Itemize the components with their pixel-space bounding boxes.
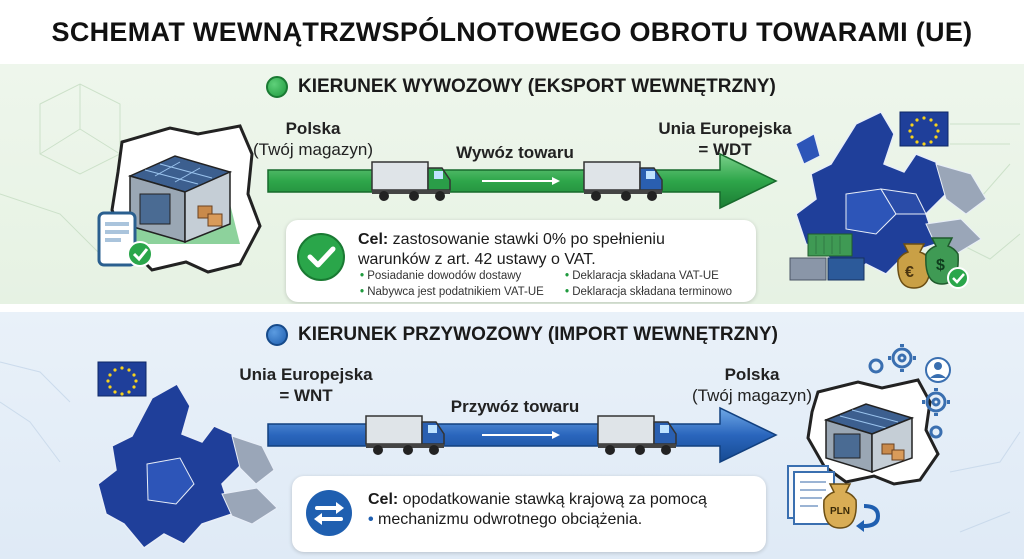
check-circle-icon bbox=[297, 233, 345, 281]
blue-dot-icon bbox=[266, 324, 288, 346]
export-bullet-item: Deklaracja składana terminowo bbox=[565, 286, 765, 298]
invoice-pln-icon: PLN bbox=[782, 462, 892, 534]
import-destination-name: Polska bbox=[724, 365, 780, 384]
import-heading-text: KIERUNEK PRZYWOZOWY (IMPORT WEWNĘTRZNY) bbox=[298, 324, 778, 345]
import-goal-text: Cel: opodatkowanie stawką krajową za pom… bbox=[368, 490, 758, 530]
dollar-symbol: $ bbox=[936, 257, 945, 274]
import-goal-label: Cel: bbox=[368, 491, 399, 508]
import-origin-label: Unia Europejska = WNT bbox=[226, 364, 386, 406]
export-bullets: Posiadanie dowodów dostawy Deklaracja sk… bbox=[360, 270, 765, 298]
export-goal-text: Cel: zastosowanie stawki 0% po spełnieni… bbox=[358, 230, 748, 270]
poland-warehouse-icon bbox=[806, 378, 940, 486]
euro-symbol: € bbox=[905, 264, 914, 281]
import-origin-sub: = WNT bbox=[279, 386, 333, 405]
green-dot-icon bbox=[266, 76, 288, 98]
export-destination-label: Unia Europejska = WDT bbox=[640, 118, 810, 160]
export-heading-text: KIERUNEK WYWOZOWY (EKSPORT WEWNĘTRZNY) bbox=[298, 76, 776, 97]
import-destination-label: Polska (Twój magazyn) bbox=[672, 364, 832, 406]
import-truck-2-icon bbox=[597, 415, 677, 455]
import-truck-1-icon bbox=[365, 415, 445, 455]
export-goal-label: Cel: bbox=[358, 231, 389, 248]
import-goal-box bbox=[292, 476, 766, 552]
import-heading: KIERUNEK PRZYWOZOWY (IMPORT WEWNĘTRZNY) bbox=[266, 324, 778, 346]
export-goal-text-2: warunków z art. 42 ustawy o VAT. bbox=[358, 251, 596, 268]
import-origin-name: Unia Europejska bbox=[239, 365, 373, 384]
import-goal-text-2: mechanizmu odwrotnego obciążenia. bbox=[368, 511, 642, 528]
currency-bag-label: PLN bbox=[830, 506, 850, 517]
export-heading: KIERUNEK WYWOZOWY (EKSPORT WEWNĘTRZNY) bbox=[266, 76, 776, 98]
import-flow-label: Przywóz towaru bbox=[450, 397, 580, 416]
import-destination-sub: (Twój magazyn) bbox=[692, 386, 812, 405]
export-destination-sub: = WDT bbox=[698, 140, 752, 159]
export-bullet-item: Posiadanie dowodów dostawy bbox=[360, 270, 565, 282]
export-origin-sub: (Twój magazyn) bbox=[253, 140, 373, 159]
export-truck-2-icon bbox=[583, 161, 663, 201]
import-panel: KIERUNEK PRZYWOZOWY (IMPORT WEWNĘTRZNY) … bbox=[0, 312, 1024, 559]
export-panel: KIERUNEK WYWOZOWY (EKSPORT WEWNĘTRZNY) P… bbox=[0, 64, 1024, 304]
export-origin-name: Polska bbox=[285, 119, 341, 138]
import-arrow bbox=[267, 406, 778, 464]
invoice-pln-shape bbox=[787, 465, 881, 532]
background-decoration bbox=[0, 361, 1021, 533]
gears-icon bbox=[868, 344, 951, 439]
export-bullet-item: Nabywca jest podatnikiem VAT-UE bbox=[360, 286, 565, 298]
export-truck-1-icon bbox=[371, 161, 451, 201]
import-goal-text-1: opodatkowanie stawką krajową za pomocą bbox=[398, 491, 707, 508]
money-bags-icon: € $ bbox=[890, 232, 972, 292]
page-title: SCHEMAT WEWNĄTRZWSPÓLNOTOWEGO OBROTU TOW… bbox=[51, 16, 973, 47]
shipping-containers-icon bbox=[789, 233, 865, 281]
swap-arrows-icon bbox=[306, 490, 352, 536]
poland-warehouse-icon bbox=[110, 124, 262, 274]
export-bullet-item: Deklaracja składana VAT-UE bbox=[565, 270, 765, 282]
export-goal-text-1: zastosowanie stawki 0% po spełnieniu bbox=[388, 231, 665, 248]
export-arrow bbox=[267, 152, 778, 210]
export-origin-label: Polska (Twój magazyn) bbox=[238, 118, 388, 160]
eu-map-icon bbox=[97, 361, 278, 550]
export-flow-label: Wywóz towaru bbox=[456, 143, 574, 162]
tablet-check-icon bbox=[97, 211, 153, 267]
export-destination-name: Unia Europejska bbox=[658, 119, 792, 138]
money-bags-shape bbox=[897, 237, 969, 289]
